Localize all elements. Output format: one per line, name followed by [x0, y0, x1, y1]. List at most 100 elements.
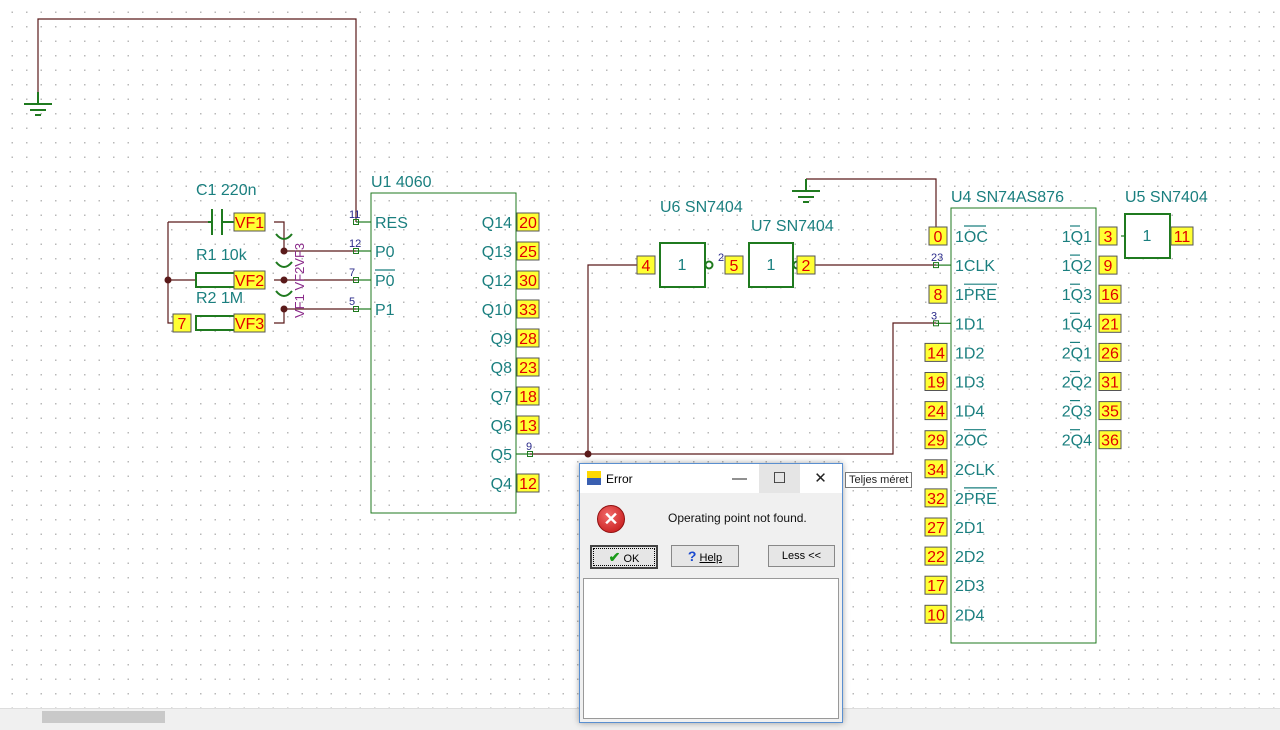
net-18-box[interactable]: [516, 386, 540, 406]
net-24-box[interactable]: [924, 401, 948, 421]
u7-body[interactable]: [748, 242, 794, 288]
net-22: 22: [927, 549, 945, 566]
net-10-box[interactable]: [924, 604, 948, 624]
net-19-box[interactable]: [924, 372, 948, 391]
u1-pin-number: 11: [349, 209, 360, 221]
u4-pin-1d4: 1D4: [955, 404, 984, 421]
pin-terminal[interactable]: [353, 306, 359, 312]
minimize-button[interactable]: —: [732, 470, 747, 487]
u4-pin-2d3: 2D3: [955, 578, 984, 595]
help-button[interactable]: ? Help: [671, 545, 739, 567]
net-16-box[interactable]: [1098, 284, 1122, 304]
net-29-box[interactable]: [924, 430, 948, 450]
net-31: 31: [1101, 375, 1119, 392]
scrollbar-thumb[interactable]: [42, 711, 165, 723]
pin-terminal[interactable]: [353, 277, 359, 283]
u4-pin-2clk: 2CLK: [955, 462, 995, 479]
u4-pin-1q1: 1Q1: [1062, 229, 1092, 246]
net-36-box[interactable]: [1098, 430, 1122, 450]
u4-pin-1oc: 1OC: [955, 229, 988, 246]
net-u7-in: 5: [730, 258, 739, 275]
net-20-box[interactable]: [516, 212, 540, 232]
net-24: 24: [927, 404, 945, 421]
u6-label: U6 SN7404: [660, 199, 743, 216]
net-3-box[interactable]: [1098, 226, 1118, 246]
net-u7-in-box[interactable]: [724, 255, 744, 275]
net-21-box[interactable]: [1098, 313, 1122, 333]
net-12: 12: [519, 476, 537, 493]
u1-pin-number: 5: [349, 296, 355, 308]
maximize-button[interactable]: ☐: [759, 464, 800, 493]
net-30-box[interactable]: [516, 270, 540, 290]
passives: [195, 209, 293, 331]
net-32-box[interactable]: [924, 488, 948, 508]
net-23-box[interactable]: [516, 357, 540, 377]
u4-pin-2d1: 2D1: [955, 520, 984, 537]
u1-label: U1 4060: [371, 174, 432, 191]
net-14: 14: [927, 345, 945, 362]
net-9: 9: [1104, 258, 1113, 275]
net-13-box[interactable]: [516, 415, 540, 435]
net-28-box[interactable]: [516, 328, 540, 348]
net-26-box[interactable]: [1098, 342, 1122, 362]
u4-body[interactable]: [950, 207, 1097, 644]
u1-body[interactable]: [370, 192, 517, 514]
pin-terminal[interactable]: [933, 320, 939, 327]
u5-body[interactable]: [1124, 213, 1171, 259]
net-vf3: VF3: [235, 316, 264, 333]
ok-button[interactable]: ✔ OK: [590, 545, 658, 569]
c1-label: C1 220n: [196, 182, 257, 199]
net-32: 32: [927, 491, 945, 508]
pin-terminal[interactable]: [353, 248, 359, 254]
net-14-box[interactable]: [924, 342, 948, 362]
net-9-box[interactable]: [1098, 255, 1118, 275]
net-7-box[interactable]: [172, 313, 192, 333]
details-textbox[interactable]: [583, 578, 839, 719]
u7-symbol: 1: [767, 257, 776, 274]
net-25-box[interactable]: [516, 241, 540, 261]
u6-out-pin-number: 2: [718, 252, 724, 264]
less-button[interactable]: Less <<: [768, 545, 835, 567]
u4-pin-1q4: 1Q4: [1062, 316, 1092, 333]
net-29: 29: [927, 433, 945, 450]
net-21: 21: [1101, 316, 1119, 333]
u6-body[interactable]: [659, 242, 706, 288]
help-label: Help: [699, 552, 723, 564]
net-vf1-box[interactable]: [233, 212, 266, 232]
net-12-box[interactable]: [516, 473, 540, 493]
net-23: 23: [519, 360, 537, 377]
close-button[interactable]: ✕: [814, 470, 827, 487]
net-8-box[interactable]: [928, 284, 948, 304]
net-22-box[interactable]: [924, 546, 948, 566]
u4-pin-1q2: 1Q2: [1062, 258, 1092, 275]
net-31-box[interactable]: [1098, 372, 1122, 391]
net-33-box[interactable]: [516, 299, 540, 319]
net-30: 30: [519, 273, 537, 290]
net-28: 28: [519, 331, 537, 348]
net-vf2-box[interactable]: [233, 270, 266, 290]
net-u6-in-box[interactable]: [636, 255, 656, 275]
net-0-box[interactable]: [928, 226, 948, 246]
net-34-box[interactable]: [924, 459, 948, 479]
u1-pin-q5: Q5: [491, 447, 512, 464]
u1-pin-q14: Q14: [482, 215, 512, 232]
u4-pin-1d2: 1D2: [955, 345, 984, 362]
pin-terminal[interactable]: [933, 262, 939, 269]
pin-terminal[interactable]: [353, 219, 359, 225]
net-u5-out: 11: [1174, 229, 1191, 246]
pin-terminal[interactable]: [527, 451, 533, 457]
app-icon: [587, 471, 601, 485]
net-17-box[interactable]: [924, 575, 948, 595]
net-u5-out-box[interactable]: [1170, 226, 1194, 246]
net-vf2: VF2: [235, 273, 264, 290]
net-27-box[interactable]: [924, 517, 948, 537]
wires: [37, 18, 937, 455]
net-20: 20: [519, 215, 537, 232]
net-36: 36: [1101, 433, 1119, 450]
net-vf3-box[interactable]: [233, 313, 266, 333]
u4-pin-2pre: 2PRE: [955, 491, 997, 508]
net-35-box[interactable]: [1098, 401, 1122, 421]
dialog-titlebar[interactable]: Error — ☐ ✕: [580, 464, 842, 493]
u4-pin-1clk: 1CLK: [955, 258, 995, 275]
net-u7-out-box[interactable]: [796, 255, 816, 275]
